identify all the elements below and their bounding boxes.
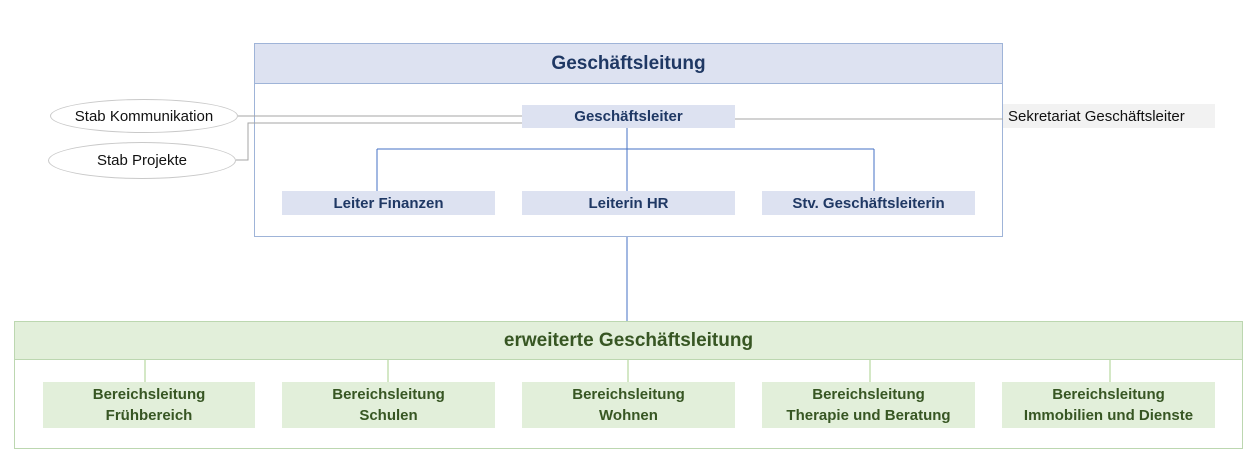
unit-box-wohnen: Bereichsleitung Wohnen (522, 382, 735, 428)
report-label: Leiter Finanzen (333, 194, 444, 212)
unit-title: Bereichsleitung (332, 386, 445, 403)
report-label: Leiterin HR (588, 194, 669, 212)
staff-projects-oval: Stab Projekte (48, 142, 236, 179)
secretariat-label: Sekretariat Geschäftsleiter (1008, 107, 1185, 125)
unit-name: Wohnen (599, 407, 658, 424)
secretariat-box: Sekretariat Geschäftsleiter (1003, 104, 1215, 128)
unit-name: Therapie und Beratung (786, 407, 951, 424)
extended-management-title-divider (15, 359, 1242, 360)
unit-box-immobilien: Bereichsleitung Immobilien und Dienste (1002, 382, 1215, 428)
unit-title: Bereichsleitung (572, 386, 685, 403)
unit-box-fruehbereich: Bereichsleitung Frühbereich (43, 382, 255, 428)
extended-management-title: erweiterte Geschäftsleitung (15, 322, 1242, 360)
connector-stab-projekte (236, 122, 522, 161)
unit-name: Immobilien und Dienste (1023, 407, 1194, 424)
staff-projects-label: Stab Projekte (96, 152, 188, 169)
report-box-finance: Leiter Finanzen (282, 191, 495, 215)
management-title: Geschäftsleitung (255, 44, 1002, 84)
unit-box-schulen: Bereichsleitung Schulen (282, 382, 495, 428)
connector-units (144, 360, 1111, 382)
unit-name: Frühbereich (105, 407, 193, 424)
connector-ceo-reports (376, 128, 875, 191)
report-box-hr: Leiterin HR (522, 191, 735, 215)
ceo-box: Geschäftsleiter (522, 105, 735, 128)
unit-name: Schulen (359, 407, 418, 424)
unit-title: Bereichsleitung (92, 386, 206, 403)
management-title-divider (255, 83, 1002, 84)
ceo-label: Geschäftsleiter (574, 108, 683, 125)
report-label: Stv. Geschäftsleiterin (792, 194, 945, 212)
unit-box-therapie: Bereichsleitung Therapie und Beratung (762, 382, 975, 428)
staff-communication-label: Stab Kommunikation (74, 107, 214, 125)
staff-communication-oval: Stab Kommunikation (50, 99, 238, 133)
unit-title: Bereichsleitung (812, 386, 925, 403)
report-box-deputy: Stv. Geschäftsleiterin (762, 191, 975, 215)
unit-title: Bereichsleitung (1052, 386, 1165, 403)
